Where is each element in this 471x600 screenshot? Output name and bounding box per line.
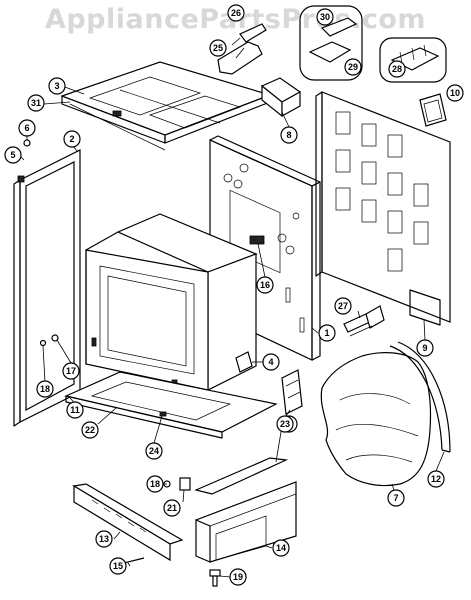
insulation-part <box>320 352 432 487</box>
part-12-strip <box>389 341 451 453</box>
callout-8: 8 <box>280 126 298 144</box>
callout-29: 29 <box>344 58 362 76</box>
callout-2: 2 <box>63 130 81 148</box>
svg-text:27: 27 <box>338 301 348 311</box>
bracket-part-25-26 <box>217 23 267 75</box>
part-4-clip <box>235 351 253 373</box>
svg-text:18: 18 <box>150 479 160 489</box>
callout-3: 3 <box>48 77 66 95</box>
callout-14: 14 <box>272 539 290 557</box>
svg-text:23: 23 <box>280 419 290 429</box>
parts-29-30-box <box>299 5 363 81</box>
top-panel-part <box>60 61 272 151</box>
svg-text:13: 13 <box>99 534 109 544</box>
callout-13: 13 <box>95 530 113 548</box>
svg-text:19: 19 <box>233 572 243 582</box>
callout-9: 9 <box>416 339 434 357</box>
callout-12: 12 <box>427 470 445 488</box>
svg-text:29: 29 <box>348 62 358 72</box>
callout-4: 4 <box>262 353 280 371</box>
oven-cavity-part <box>85 213 258 391</box>
svg-text:7: 7 <box>393 493 398 503</box>
svg-text:11: 11 <box>70 405 80 415</box>
svg-text:8: 8 <box>286 130 291 140</box>
svg-text:26: 26 <box>231 8 241 18</box>
callout-21: 21 <box>163 499 181 517</box>
callout-7: 7 <box>387 489 405 507</box>
callout-22: 22 <box>81 421 99 439</box>
svg-text:2: 2 <box>69 134 74 144</box>
callout-25: 25 <box>209 39 227 57</box>
svg-text:25: 25 <box>213 43 223 53</box>
callout-30: 30 <box>316 8 334 26</box>
part-8-block <box>260 77 302 118</box>
callout-27: 27 <box>334 297 352 315</box>
svg-text:4: 4 <box>268 357 273 367</box>
kick-panel-part <box>72 483 184 562</box>
svg-text:10: 10 <box>450 88 460 98</box>
callout-26: 26 <box>227 4 245 22</box>
callout-6: 6 <box>18 119 36 137</box>
svg-text:22: 22 <box>85 425 95 435</box>
svg-text:6: 6 <box>24 123 29 133</box>
part-27-brackets <box>343 305 385 337</box>
callout-16: 16 <box>256 276 274 294</box>
part-10-square <box>419 93 447 127</box>
svg-text:12: 12 <box>431 474 441 484</box>
svg-text:24: 24 <box>149 446 159 456</box>
callout-15: 15 <box>109 557 127 575</box>
drawer-part <box>194 457 297 563</box>
svg-text:15: 15 <box>113 561 123 571</box>
svg-text:18: 18 <box>40 384 50 394</box>
callout-17: 17 <box>62 362 80 380</box>
callout-28: 28 <box>388 60 406 78</box>
svg-text:1: 1 <box>324 328 329 338</box>
callout-5: 5 <box>4 146 22 164</box>
callout-31: 31 <box>27 94 45 112</box>
callout-11: 11 <box>66 401 84 419</box>
callout-24: 24 <box>145 442 163 460</box>
rear-panel-part <box>315 91 451 326</box>
svg-text:9: 9 <box>422 343 427 353</box>
part-23-bracket <box>281 369 303 415</box>
callout-18-lower: 18 <box>146 475 164 493</box>
bottom-panel-part <box>64 371 278 439</box>
callout-23: 23 <box>276 415 294 433</box>
callout-1: 1 <box>318 324 336 342</box>
svg-text:5: 5 <box>10 150 15 160</box>
svg-text:14: 14 <box>276 543 286 553</box>
svg-text:30: 30 <box>320 12 330 22</box>
svg-text:16: 16 <box>260 280 270 290</box>
svg-text:28: 28 <box>392 64 402 74</box>
callout-18-upper: 18 <box>36 380 54 398</box>
callout-10: 10 <box>446 84 464 102</box>
svg-text:3: 3 <box>54 81 59 91</box>
svg-text:21: 21 <box>167 503 177 513</box>
callout-19: 19 <box>229 568 247 586</box>
leader-lines <box>18 47 445 578</box>
part-28-box <box>379 37 447 83</box>
svg-text:17: 17 <box>66 366 76 376</box>
svg-text:31: 31 <box>31 98 41 108</box>
